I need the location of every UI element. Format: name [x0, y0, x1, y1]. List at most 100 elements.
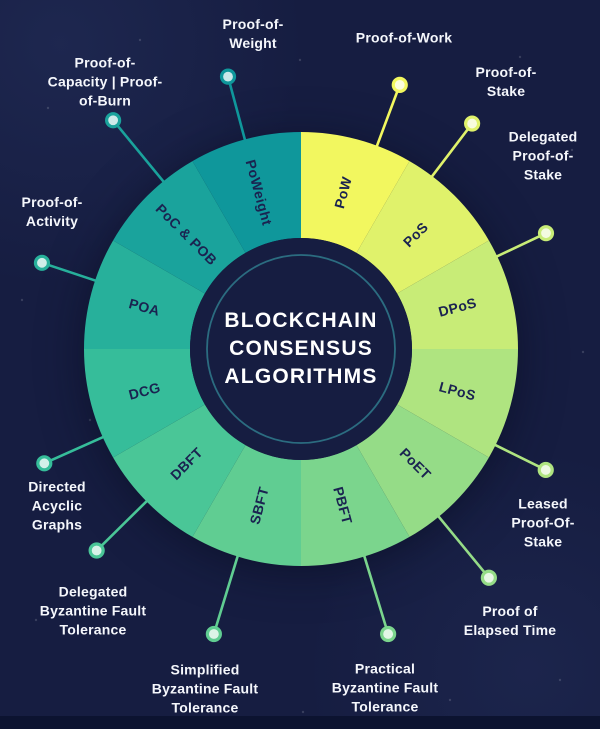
wheel-segment-PoS: [356, 161, 489, 294]
algorithm-label-line: of-Burn: [79, 92, 131, 109]
callout-line-DBFT: [95, 499, 149, 552]
algorithm-label-PoWeight: Proof-of- Weight: [223, 15, 284, 53]
wheel-segment-PoC & POB: [113, 161, 246, 294]
algorithm-label-line: Proof-of-: [21, 194, 83, 210]
algorithm-label-line: Capacity | Proof-: [47, 73, 163, 90]
callout-line-DCG: [42, 435, 105, 465]
callout-dot-DPoS: [537, 225, 555, 242]
wheel-segment-PoET: [356, 404, 489, 537]
algorithm-label-line: Stake: [523, 166, 563, 183]
callout-dot-PoS: [464, 115, 481, 132]
callout-line-POA: [40, 261, 98, 283]
algorithm-label-line: Directed: [28, 478, 86, 495]
algorithm-label-line: Tolerance: [171, 699, 239, 716]
background-star: [581, 350, 585, 354]
algorithm-label-line: Tolerance: [351, 698, 419, 715]
callout-line-SBFT: [212, 554, 240, 636]
callout-line-PoW: [375, 83, 402, 148]
callout-line-PBFT: [362, 554, 390, 636]
background-star: [34, 618, 38, 622]
algorithm-label-line: Activity: [25, 213, 79, 229]
algorithm-label-POA: Proof-of- Activity: [22, 193, 83, 231]
algorithm-label-line: Byzantine Fault: [151, 680, 259, 697]
consensus-wheel: PoWPoSDPoSLPoSPoETPBFTSBFTDBFTDCGPOAPoC …: [84, 132, 518, 566]
wheel-segment-PoWeight: [192, 132, 301, 253]
algorithm-label-line: Byzantine Fault: [331, 679, 439, 696]
algorithm-label-line: Proof-of-: [222, 16, 284, 32]
algorithm-label-line: Tolerance: [59, 621, 127, 638]
algorithm-label-line: Proof-of-Work: [355, 29, 453, 46]
callout-line-PoET: [436, 514, 491, 580]
wheel-segment-DBFT: [113, 404, 246, 537]
algorithm-label-line: Stake: [486, 83, 526, 99]
algorithm-label-line: Delegated: [508, 128, 578, 145]
callout-dot-DBFT: [88, 542, 105, 559]
background-star: [138, 38, 142, 42]
algorithm-label-PoS: Proof-of- Stake: [476, 63, 537, 101]
callout-line-DPoS: [494, 231, 548, 258]
center-title-line-1: BLOCKCHAIN: [224, 309, 378, 332]
callout-dot-PoC & POB: [105, 112, 122, 129]
wheel-segment-DCG: [84, 349, 205, 458]
algorithm-label-line: Simplified: [170, 661, 240, 678]
callout-line-PoS: [430, 122, 474, 179]
wheel-segment-POA: [84, 240, 205, 349]
wheel-segment-PBFT: [301, 445, 410, 566]
algorithm-label-line: Proof of: [482, 603, 538, 619]
callout-dot-POA: [33, 254, 51, 271]
wheel-segment-PoW: [301, 132, 410, 253]
algorithm-label-line: Proof-of-: [512, 147, 574, 164]
algorithm-label-PoET: Proof of Elapsed Time: [464, 602, 556, 640]
callout-dot-SBFT: [205, 625, 222, 643]
background-star: [88, 418, 92, 422]
wheel-segment-DPoS: [397, 240, 518, 349]
background-star: [46, 106, 50, 110]
center-title-line-2: CONSENSUS: [229, 337, 373, 360]
algorithm-label-line: Proof-Of-: [511, 514, 575, 531]
algorithm-label-line: Byzantine Fault: [39, 602, 147, 619]
algorithm-label-PoC & POB: Proof-of- Capacity | Proof-of-Burn: [48, 54, 163, 111]
background-star: [20, 298, 24, 302]
algorithm-label-line: Proof-of-: [475, 64, 537, 80]
algorithm-label-line: Acyclic: [31, 497, 83, 514]
algorithm-label-line: Leased: [518, 495, 568, 512]
background-star: [448, 698, 452, 702]
callout-dot-PBFT: [380, 625, 397, 643]
callout-dot-DCG: [36, 455, 53, 472]
callout-dot-PoW: [391, 76, 408, 93]
algorithm-label-line: Delegated: [58, 583, 128, 600]
center-hole: [190, 238, 412, 460]
center-title-ring: [206, 254, 396, 444]
callout-dot-LPoS: [537, 461, 554, 479]
background-star: [518, 55, 522, 59]
algorithm-label-line: Elapsed Time: [463, 622, 557, 638]
segment-abbr-POA: POA: [127, 295, 162, 319]
callout-dot-PoET: [480, 569, 497, 586]
background-star: [301, 710, 305, 714]
background-star: [570, 148, 574, 152]
center-title: BLOCKCHAIN CONSENSUS ALGORITHMS: [224, 307, 377, 391]
algorithm-label-line: Graphs: [31, 516, 83, 533]
callout-line-PoC & POB: [111, 118, 166, 184]
algorithm-label-PoW: Proof-of-Work: [356, 29, 452, 48]
algorithm-label-line: Stake: [523, 533, 563, 550]
callout-line-LPoS: [493, 443, 548, 472]
background-star: [558, 678, 562, 682]
callout-line-PoWeight: [226, 75, 247, 142]
algorithm-label-line: Proof-of-: [74, 54, 136, 71]
center-title-line-3: ALGORITHMS: [224, 365, 378, 388]
callout-dot-PoWeight: [219, 68, 237, 85]
footer-strip: [0, 716, 600, 729]
wheel-segment-SBFT: [192, 445, 301, 566]
algorithm-label-line: Practical: [354, 660, 416, 677]
algorithm-label-line: Weight: [229, 35, 277, 51]
wheel-segment-LPoS: [397, 349, 518, 458]
